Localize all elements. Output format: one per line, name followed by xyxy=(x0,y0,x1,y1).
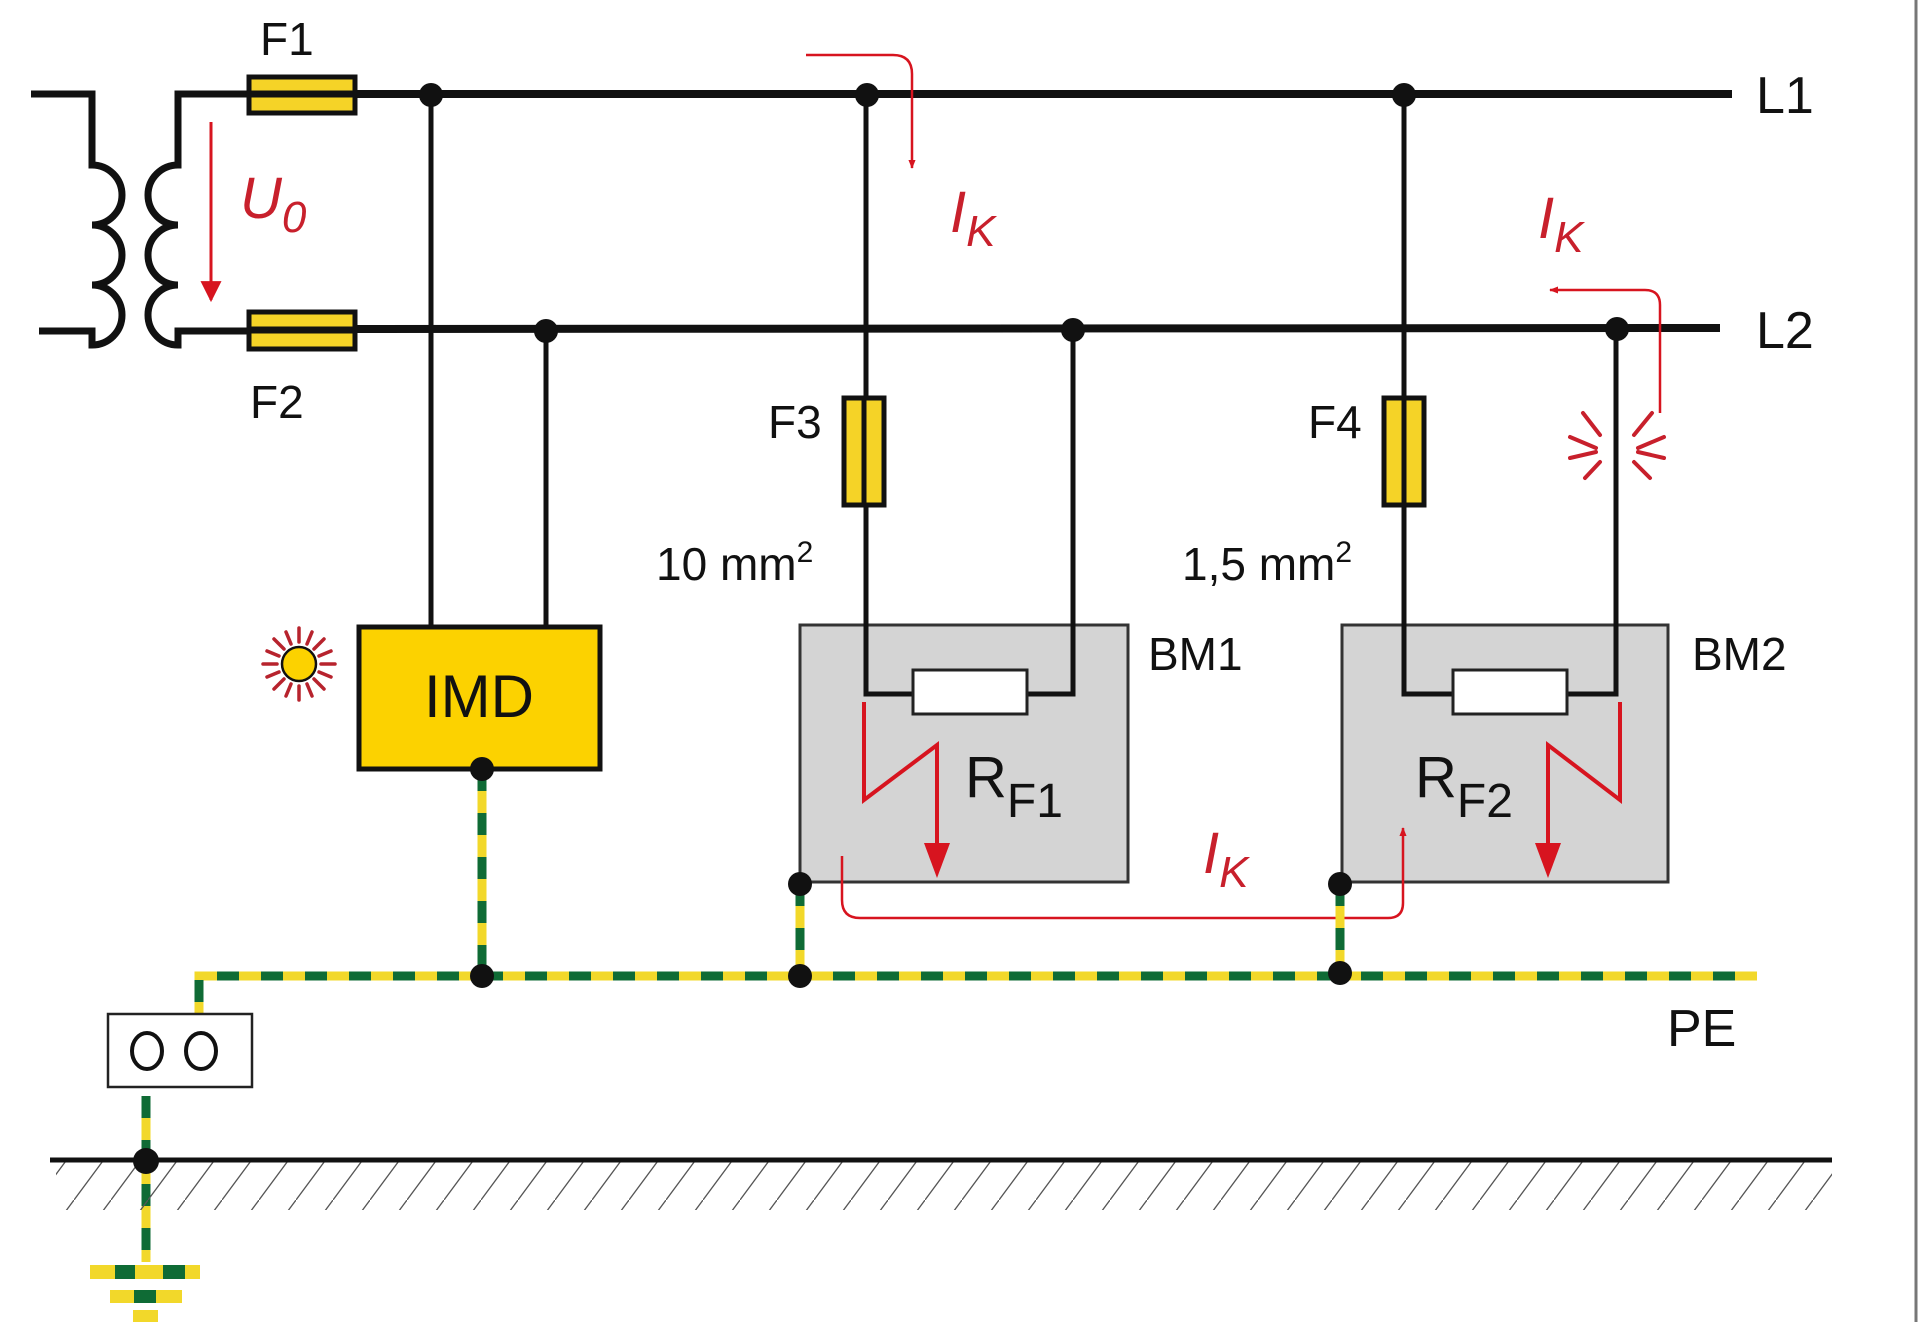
label-f3: F3 xyxy=(768,396,822,448)
node xyxy=(1061,318,1085,342)
node xyxy=(1392,83,1416,107)
cable-cross-section-2: 1,5 mm2 xyxy=(1182,536,1352,590)
conductor-l2 xyxy=(354,324,1721,333)
fault-current-path-pe xyxy=(840,827,1407,920)
voltage-label: U0 xyxy=(240,166,307,242)
imd-box[interactable] xyxy=(356,624,603,772)
fault-resistance-bm2: RF2 xyxy=(1415,745,1513,828)
alarm-lamp-icon xyxy=(261,626,337,702)
label-bm1: BM1 xyxy=(1148,628,1243,680)
fault-arrow-bm1 xyxy=(924,843,950,878)
node xyxy=(1605,317,1629,341)
fuse-f4 xyxy=(1381,395,1427,508)
fault-current-label-2: IK xyxy=(1538,186,1585,262)
terminal-right xyxy=(184,1031,218,1071)
fault-bolt-bm2 xyxy=(1546,702,1622,868)
node xyxy=(133,1148,159,1174)
node xyxy=(419,83,443,107)
transformer xyxy=(31,90,355,349)
label-f2: F2 xyxy=(250,376,304,428)
node xyxy=(788,872,812,896)
fault-arrow-bm2 xyxy=(1535,843,1561,878)
node xyxy=(470,757,494,781)
resistor-bm1 xyxy=(911,668,1029,716)
resistor-bm2 xyxy=(1451,668,1569,716)
primary-winding xyxy=(31,90,126,349)
branch2-wire-l2 xyxy=(1567,329,1619,697)
label-f1: F1 xyxy=(260,13,314,65)
fault-bolt-bm1 xyxy=(862,702,939,868)
spark-icon xyxy=(1568,411,1666,480)
earth-electrode-icon xyxy=(90,1265,200,1322)
fault-current-path-l2 xyxy=(1549,286,1662,413)
label-l1: L1 xyxy=(1756,67,1814,125)
node xyxy=(1328,961,1352,985)
fault-resistance-bm1: RF1 xyxy=(965,745,1063,828)
label-f4: F4 xyxy=(1308,396,1362,448)
label-bm2: BM2 xyxy=(1692,628,1787,680)
fuse-f1 xyxy=(246,74,358,116)
node xyxy=(534,319,558,343)
node xyxy=(470,964,494,988)
equipment-bm1[interactable] xyxy=(798,623,1130,884)
secondary-winding xyxy=(144,90,355,349)
fuse-f2 xyxy=(246,309,358,352)
branch1-wire-l2 xyxy=(1025,329,1076,697)
imd-label: IMD xyxy=(424,663,534,730)
node xyxy=(1328,872,1352,896)
cable-cross-section-1: 10 mm2 xyxy=(656,536,813,590)
fault-current-label-3: IK xyxy=(1203,821,1250,897)
label-pe: PE xyxy=(1667,1000,1736,1058)
fuse-f3 xyxy=(841,395,887,508)
fault-current-label-1: IK xyxy=(950,180,997,256)
terminal-left xyxy=(130,1031,164,1071)
node xyxy=(788,964,812,988)
branch1-wire-l1 xyxy=(863,94,913,697)
earthing-terminal xyxy=(106,1012,254,1089)
label-l2: L2 xyxy=(1756,302,1814,360)
ground-hatch xyxy=(56,1162,1832,1210)
fault-current-path-l1 xyxy=(806,53,916,169)
node xyxy=(855,83,879,107)
branch2-wire-l1 xyxy=(1401,94,1453,697)
